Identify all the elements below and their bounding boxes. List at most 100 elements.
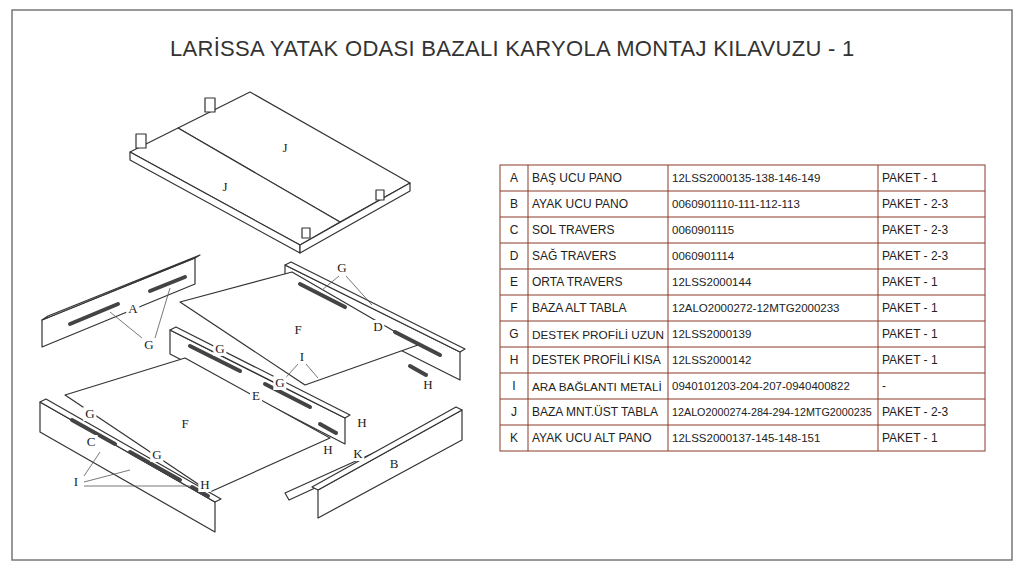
footboard [318, 410, 462, 518]
table-cell: PAKET - 1 [882, 347, 981, 373]
parts-table [500, 165, 985, 451]
part-letter: E [510, 275, 518, 289]
table-cell: 12LSS2000142 [672, 347, 874, 373]
panels [40, 92, 465, 532]
table-cell: 12ALO2000274-284-294-12MTG2000235 [672, 399, 874, 425]
support-profiles [70, 277, 440, 496]
table-cell: PAKET - 2-3 [882, 399, 981, 425]
table-line [500, 243, 985, 244]
table-cell: I [504, 373, 524, 399]
table-cell: C [504, 217, 524, 243]
table-cell: 12ALO2000272-12MTG2000233 [672, 295, 874, 321]
hinge [205, 98, 215, 112]
table-cell: A [504, 165, 524, 191]
table-cell: E [504, 269, 524, 295]
table-cell: BAZA ALT TABLA [532, 295, 664, 321]
callout-letter: G [142, 338, 155, 352]
leader-line [84, 486, 190, 487]
part-name: BAZA ALT TABLA [532, 301, 627, 315]
profile [395, 332, 440, 355]
part-letter: D [510, 249, 519, 263]
part-letter: I [512, 379, 515, 393]
part-letter: J [511, 405, 517, 419]
callout-letter: I [298, 350, 306, 364]
table-cell: PAKET - 1 [882, 165, 981, 191]
profile [70, 304, 118, 324]
table-line [500, 321, 985, 322]
part-name: SAĞ TRAVERS [532, 249, 616, 263]
board-edge [300, 183, 410, 253]
package-number: PAKET - 1 [882, 353, 938, 367]
callout-letter: G [213, 342, 226, 356]
callout-letter: K [351, 447, 364, 461]
leader-line [322, 276, 339, 290]
part-name: BAZA MNT.ÜST TABLA [532, 405, 658, 419]
table-line [500, 269, 985, 270]
board-edge [42, 255, 200, 320]
callout-letter: I [72, 475, 80, 489]
part-name: ARA BAĞLANTI METALİ [532, 380, 662, 393]
page-frame [12, 10, 1012, 560]
profile [265, 384, 310, 407]
table-cell: PAKET - 1 [882, 425, 981, 451]
callout-letter: J [220, 180, 229, 194]
part-letter: K [510, 431, 518, 445]
part-code: 12LSS2000139 [672, 328, 751, 340]
part-code: 12LSS2000142 [672, 354, 751, 366]
hinge [376, 190, 384, 200]
package-number: PAKET - 1 [882, 275, 938, 289]
table-line [500, 191, 985, 192]
table-cell: DESTEK PROFİLİ UZUN [532, 321, 664, 347]
table-line [500, 217, 985, 218]
table-line [500, 425, 985, 426]
leader-line [306, 364, 318, 378]
part-letter: A [510, 171, 518, 185]
package-number: PAKET - 2-3 [882, 405, 948, 419]
table-cell: BAZA MNT.ÜST TABLA [532, 399, 664, 425]
part-code: 12ALO2000274-284-294-12MTG2000235 [672, 406, 872, 418]
table-cell: K [504, 425, 524, 451]
table-cell: PAKET - 2-3 [882, 217, 981, 243]
table-border [500, 165, 985, 451]
package-number: PAKET - 2-3 [882, 249, 948, 263]
table-cell: PAKET - 2-3 [882, 191, 981, 217]
table-cell: AYAK UCU ALT PANO [532, 425, 664, 451]
part-letter: F [510, 301, 517, 315]
table-cell: - [882, 373, 981, 399]
package-number: PAKET - 2-3 [882, 223, 948, 237]
package-number: - [882, 379, 886, 393]
table-line [500, 347, 985, 348]
table-cell: F [504, 295, 524, 321]
part-code: 0060901114 [672, 250, 734, 262]
callout-letter: G [150, 448, 163, 462]
board-edge [130, 152, 300, 253]
callout-letter: H [321, 443, 334, 457]
table-line [878, 165, 879, 451]
callout-letter: B [388, 457, 401, 471]
callout-letter: D [371, 320, 384, 334]
table-cell: H [504, 347, 524, 373]
part-name: SOL TRAVERS [532, 223, 614, 237]
table-cell: PAKET - 1 [882, 295, 981, 321]
part-letter: H [510, 353, 519, 367]
part-name: DESTEK PROFİLİ KISA [532, 353, 661, 367]
profile [410, 366, 426, 375]
page-title: LARİSSA YATAK ODASI BAZALI KARYOLA MONTA… [170, 36, 855, 62]
table-line [500, 295, 985, 296]
table-cell: DESTEK PROFİLİ KISA [532, 347, 664, 373]
part-name: DESTEK PROFİLİ UZUN [532, 328, 664, 341]
callout-letter: H [421, 378, 434, 392]
table-cell: AYAK UCU PANO [532, 191, 664, 217]
part-code: 12LSS2000135-138-146-149 [672, 172, 820, 184]
table-cell: G [504, 321, 524, 347]
profile [320, 424, 336, 433]
table-cell: J [504, 399, 524, 425]
hinge [136, 134, 146, 148]
table-cell: 0940101203-204-207-0940400822 [672, 373, 874, 399]
table-line [668, 165, 669, 451]
table-cell: 12LSS2000135-138-146-149 [672, 165, 874, 191]
leader-line [84, 470, 130, 482]
part-code: 0060901110-111-112-113 [672, 198, 800, 210]
callout-letter: G [273, 376, 286, 390]
callout-letter: H [198, 478, 211, 492]
